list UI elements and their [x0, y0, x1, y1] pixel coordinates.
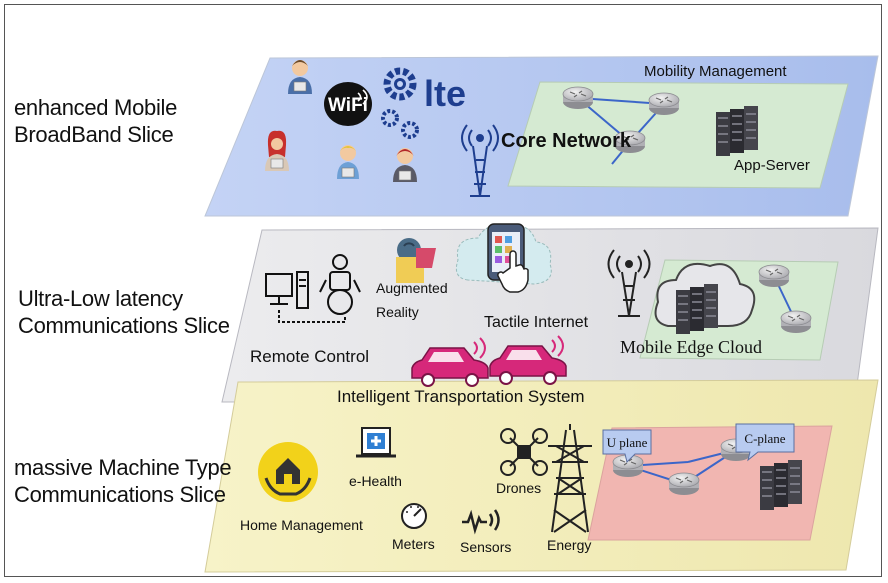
- server-icon: [715, 105, 759, 157]
- augmented-reality-label-line1: Augmented: [376, 280, 448, 296]
- slice-label-line: enhanced Mobile: [14, 95, 178, 120]
- embb-slice-plane: [204, 55, 879, 217]
- slice-label-line: Communications Slice: [14, 482, 226, 507]
- u-plane-callout: U plane: [602, 429, 652, 463]
- home-management-icon: [258, 442, 318, 502]
- core-network-label: Core Network: [501, 130, 632, 152]
- car-icon: [411, 337, 489, 387]
- remote-control-icon: [265, 254, 361, 323]
- augmented-reality-label-line2: Reality: [376, 304, 419, 320]
- drone-icon: [500, 428, 548, 476]
- home-management-label: Home Management: [240, 517, 363, 533]
- drones-label: Drones: [496, 480, 541, 496]
- server-icon: [675, 283, 719, 335]
- user-icon: [393, 148, 417, 182]
- gear-icon: [381, 109, 399, 127]
- c-plane-callout: C-plane: [735, 423, 795, 462]
- server-icon: [759, 459, 803, 511]
- gear-icon: [401, 121, 419, 139]
- antenna-tower-icon: [461, 124, 499, 197]
- lte-logo: lte: [424, 73, 466, 114]
- augmented-reality-icon: [396, 238, 436, 283]
- gear-icon: [383, 67, 417, 101]
- sensor-icon: [462, 509, 500, 535]
- mobility-management-label: Mobility Management: [644, 63, 787, 80]
- car-icon: [489, 335, 567, 385]
- router-icon: [562, 86, 594, 110]
- power-pylon-icon: [548, 424, 592, 533]
- meter-icon: [401, 503, 427, 529]
- router-icon: [668, 472, 700, 496]
- user-icon: [337, 145, 359, 179]
- slice-label-line: Ultra-Low latency: [18, 286, 183, 311]
- core-network-panel: [507, 81, 849, 189]
- app-server-label: App-Server: [734, 157, 810, 174]
- ehealth-icon: [356, 427, 396, 458]
- energy-label: Energy: [547, 537, 591, 553]
- c-plane-label: C-plane: [744, 431, 785, 446]
- sensors-label: Sensors: [460, 539, 511, 555]
- u-plane-label: U plane: [607, 435, 648, 450]
- wifi-label: WiFi: [328, 95, 368, 116]
- embb-slice-label: enhanced Mobile BroadBand Slice: [14, 94, 177, 148]
- urllc-slice-label: Ultra-Low latency Communications Slice: [18, 285, 230, 339]
- router-icon: [780, 310, 812, 334]
- intelligent-transportation-label: Intelligent Transportation System: [337, 387, 585, 406]
- slice-label-line: massive Machine Type: [14, 455, 232, 480]
- router-icon: [648, 92, 680, 116]
- slice-label-line: Communications Slice: [18, 313, 230, 338]
- user-icon: [265, 130, 289, 171]
- e-health-label: e-Health: [349, 473, 402, 489]
- router-icon: [758, 264, 790, 288]
- meters-label: Meters: [392, 536, 435, 552]
- mmtc-slice-label: massive Machine Type Communications Slic…: [14, 454, 232, 508]
- wifi-icon: WiFi: [324, 82, 372, 126]
- antenna-tower-icon: [607, 249, 651, 317]
- uc-links: [627, 449, 737, 485]
- slice-label-line: BroadBand Slice: [14, 122, 174, 147]
- tactile-internet-label: Tactile Internet: [484, 314, 589, 331]
- core-links: [577, 97, 665, 165]
- figure-frame: [4, 4, 882, 577]
- remote-control-label: Remote Control: [250, 347, 369, 366]
- mobile-edge-cloud-label: Mobile Edge Cloud: [620, 337, 762, 357]
- hand-pointer-icon: [497, 250, 529, 293]
